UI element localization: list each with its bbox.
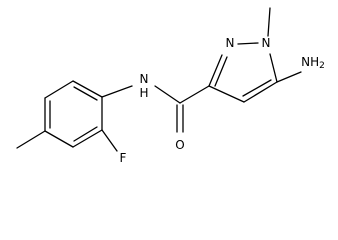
bond-c3-n2-a bbox=[208, 54, 223, 87]
benzene-ring bbox=[44, 80, 103, 148]
pyrazole-n1-label: N bbox=[262, 36, 271, 50]
amide-hydrogen-label: H bbox=[139, 86, 148, 100]
pyrazole-n2-label: N bbox=[226, 36, 235, 50]
pyrazole-ring bbox=[208, 42, 278, 103]
bond-c2-c3 bbox=[72, 129, 103, 148]
bond-c5-c6 bbox=[44, 80, 74, 99]
amide-nitrogen-label: N bbox=[140, 72, 149, 86]
bond-c3-n2-b bbox=[214, 56, 228, 87]
bond-c5-nh2 bbox=[276, 71, 302, 83]
bond-inner-c2-c3 bbox=[73, 126, 98, 142]
bond-c-f bbox=[101, 129, 118, 152]
bond-c5-c4-a bbox=[243, 81, 278, 103]
oxygen-label: O bbox=[175, 138, 184, 152]
fluorine-label: F bbox=[120, 151, 127, 165]
bond-aryl-nh bbox=[101, 85, 133, 98]
bond-inner-c1-c6 bbox=[73, 86, 98, 101]
bond-n2-n1 bbox=[237, 42, 259, 45]
bond-aryl-methyl bbox=[16, 130, 46, 149]
bond-nh-carbonyl bbox=[154, 85, 181, 104]
amino-subscript: 2 bbox=[319, 61, 325, 71]
bond-c6-c1 bbox=[72, 80, 103, 98]
bond-carbonyl-c3 bbox=[179, 85, 210, 104]
bond-c5-c4-b bbox=[242, 79, 272, 97]
amino-label: NH2 bbox=[301, 55, 325, 71]
bond-c3-c4 bbox=[44, 130, 74, 148]
bond-n1-methyl bbox=[267, 7, 271, 37]
amino-nh-text: NH bbox=[301, 55, 319, 69]
bond-c4-c3 bbox=[208, 85, 245, 103]
bond-n1-c5 bbox=[269, 53, 278, 83]
molecule-diagram: F N H O N N NH2 bbox=[16, 7, 325, 165]
structure-svg: F N H O N N NH2 bbox=[16, 7, 325, 165]
